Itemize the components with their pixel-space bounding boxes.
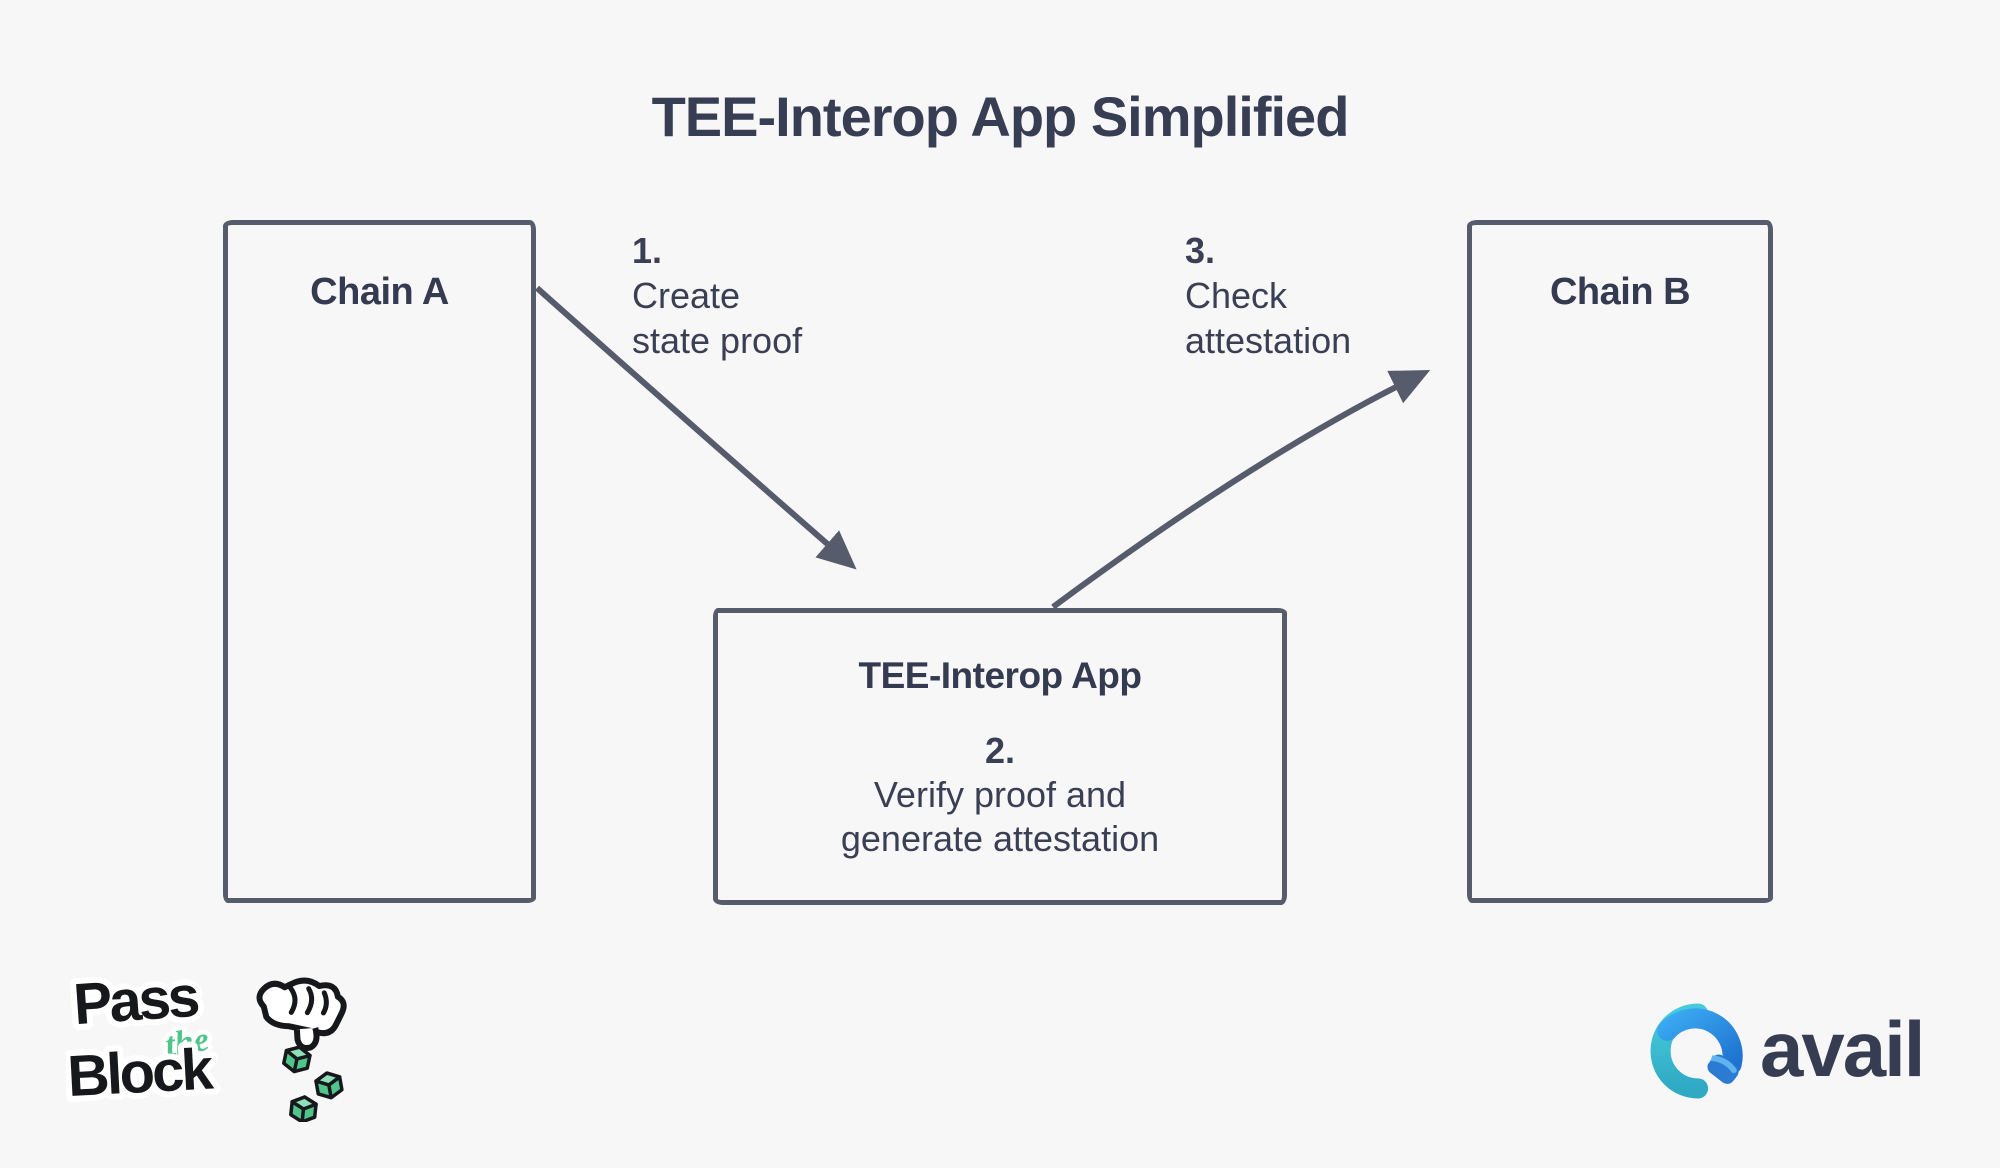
dice-icons bbox=[282, 1045, 344, 1124]
chain-b-box: Chain B bbox=[1467, 220, 1773, 903]
step-3-line2: attestation bbox=[1185, 320, 1352, 361]
step-3-label: 3. Check attestation bbox=[1185, 228, 1351, 363]
step-3-number: 3. bbox=[1185, 230, 1216, 271]
tee-step-2-text: 2. Verify proof and generate attestation bbox=[841, 729, 1159, 861]
pass-the-block-logo: Pass the Block bbox=[60, 958, 366, 1124]
chain-b-label: Chain B bbox=[1549, 271, 1691, 313]
step-1-line2: state proof bbox=[632, 320, 803, 361]
chain-a-box: Chain A bbox=[223, 220, 536, 903]
page-title: TEE-Interop App Simplified bbox=[651, 85, 1350, 148]
step-3-line1: Check bbox=[1185, 275, 1288, 316]
avail-logo: avail bbox=[1650, 996, 1950, 1106]
step-2-line2: generate attestation bbox=[840, 818, 1160, 859]
chain-a-label: Chain A bbox=[310, 271, 449, 313]
tee-box-content: TEE-Interop App 2. Verify proof and gene… bbox=[718, 613, 1282, 900]
tee-box-title: TEE-Interop App bbox=[858, 655, 1143, 696]
step-1-line1: Create bbox=[632, 275, 741, 316]
arrow-tee-to-chain-b bbox=[1051, 370, 1431, 610]
fist-icon bbox=[256, 977, 347, 1051]
avail-logo-icon bbox=[1650, 1003, 1743, 1099]
ptb-word-pass: Pass bbox=[71, 964, 199, 1038]
tee-interop-app-box: TEE-Interop App 2. Verify proof and gene… bbox=[713, 608, 1287, 905]
step-1-number: 1. bbox=[632, 230, 663, 271]
step-2-line1: Verify proof and bbox=[873, 774, 1127, 815]
ptb-word-block: Block bbox=[66, 1036, 216, 1109]
step-1-label: 1. Create state proof bbox=[632, 228, 802, 363]
avail-wordmark: avail bbox=[1760, 1005, 1925, 1093]
pass-the-block-logo-art: Pass the Block bbox=[60, 958, 347, 1124]
step-2-number: 2. bbox=[984, 730, 1015, 771]
